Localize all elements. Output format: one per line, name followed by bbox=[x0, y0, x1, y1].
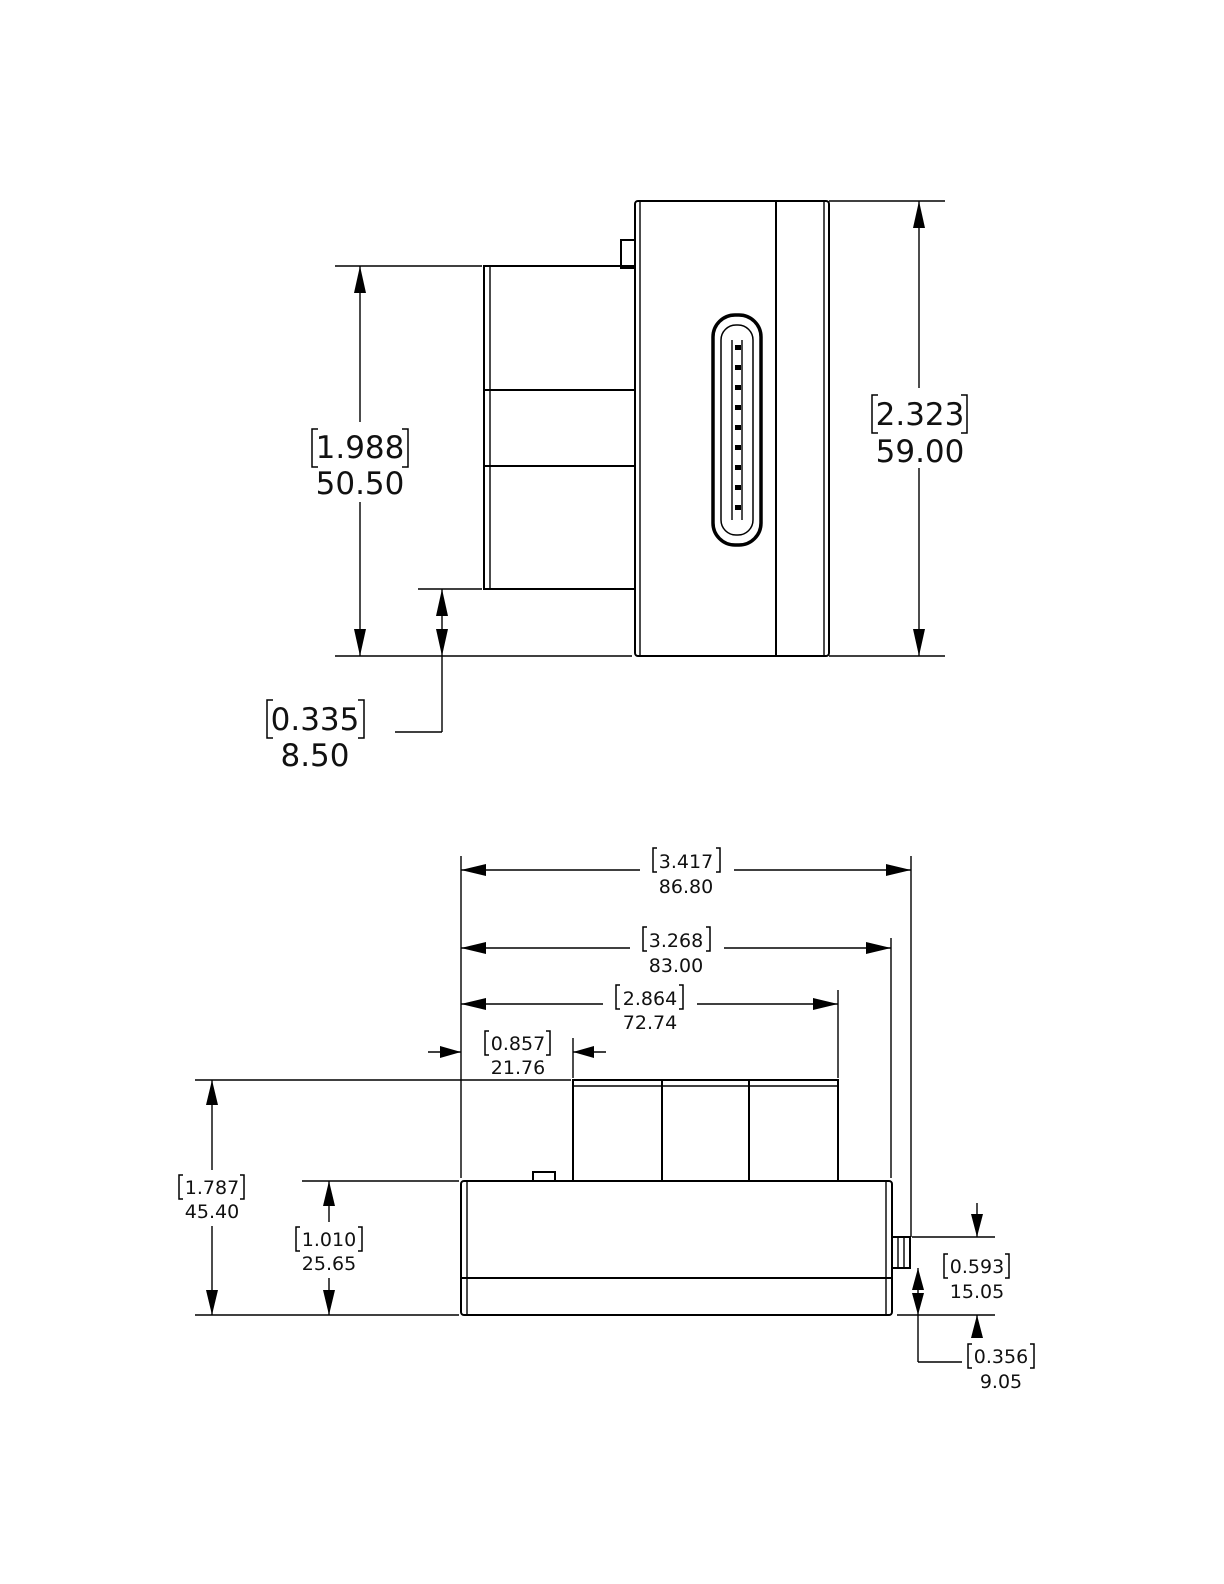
dim-connector-offset: 0.335 8.50 bbox=[267, 589, 482, 774]
body-outline bbox=[461, 1181, 892, 1315]
dim-overall-width: 3.417 86.80 bbox=[461, 843, 911, 899]
dim-label-inch: 2.864 bbox=[623, 988, 677, 1010]
dim-body-width: 3.268 83.00 bbox=[461, 922, 891, 978]
dim-connector-start: 0.857 21.76 bbox=[428, 1031, 606, 1079]
dim-label-inch: 3.268 bbox=[649, 930, 703, 952]
dim-label-inch: 3.417 bbox=[659, 851, 713, 873]
dim-overall-height: 1.787 45.40 bbox=[170, 1080, 254, 1315]
dim-label-inch: 1.010 bbox=[302, 1229, 356, 1251]
dim-connector-extent: 2.864 72.74 bbox=[461, 980, 838, 1036]
dim-label-inch: 0.593 bbox=[950, 1256, 1004, 1278]
dim-label-inch: 1.988 bbox=[316, 430, 405, 466]
port-pins bbox=[735, 345, 741, 510]
dim-label-mm: 50.50 bbox=[316, 466, 405, 502]
dim-port: 0.593 15.05 0.356 9.05 bbox=[897, 1203, 1034, 1393]
dim-label-inch: 2.323 bbox=[876, 397, 965, 433]
dim-label-mm: 25.65 bbox=[302, 1253, 356, 1275]
usb-port bbox=[713, 315, 761, 545]
dim-overall-height-right: 2.323 59.00 bbox=[829, 201, 980, 656]
tab bbox=[621, 240, 635, 268]
dim-label-inch: 0.335 bbox=[271, 702, 360, 738]
dim-label-mm: 86.80 bbox=[659, 876, 713, 898]
dim-label-mm: 59.00 bbox=[876, 434, 965, 470]
dim-label-mm: 15.05 bbox=[950, 1281, 1004, 1303]
dim-label-inch: 1.787 bbox=[185, 1177, 239, 1199]
top-button bbox=[533, 1172, 555, 1181]
dim-body-height: 1.010 25.65 bbox=[287, 1181, 371, 1315]
top-view: 2.323 59.00 1.988 50.50 0.335 8.5 bbox=[267, 201, 980, 774]
dim-label-mm: 72.74 bbox=[623, 1012, 677, 1034]
dim-label-mm: 45.40 bbox=[185, 1201, 239, 1223]
front-view: 3.417 86.80 3.268 83.00 2.864 72.74 bbox=[170, 843, 1034, 1393]
dim-label-mm: 21.76 bbox=[491, 1057, 545, 1079]
dim-connector-height: 1.988 50.50 bbox=[300, 266, 632, 656]
dim-label-mm: 83.00 bbox=[649, 955, 703, 977]
connector-outline bbox=[484, 266, 635, 589]
side-port bbox=[892, 1237, 910, 1268]
dim-label-inch: 0.857 bbox=[491, 1033, 545, 1055]
dim-label-inch: 0.356 bbox=[974, 1346, 1028, 1368]
connector-outline bbox=[573, 1080, 838, 1181]
dim-label-mm: 9.05 bbox=[980, 1371, 1022, 1393]
dim-label-mm: 8.50 bbox=[280, 738, 349, 774]
